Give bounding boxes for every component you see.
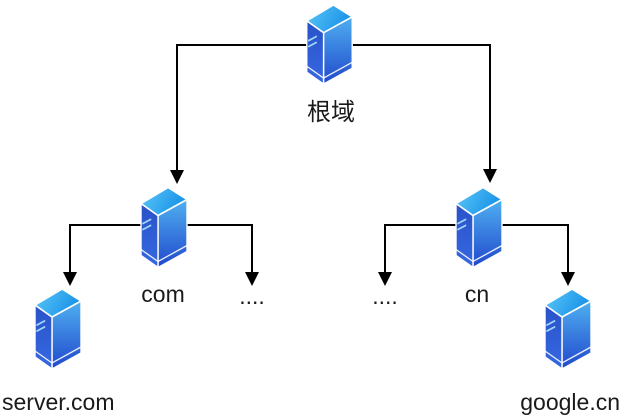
server-icon-googlecn [544, 288, 592, 370]
label-com: com [141, 281, 185, 307]
label-cn-others-dots: .... [372, 283, 398, 309]
edge-lines [69, 44, 569, 274]
arrowhead-cn-others [378, 272, 392, 286]
arrowhead-com [170, 170, 184, 184]
arrowhead-servercom [63, 272, 77, 286]
edge-cn-others [384, 224, 475, 274]
label-root-domain: 根域 [307, 99, 355, 126]
label-cn: cn [464, 281, 490, 307]
arrowheads [63, 169, 575, 286]
server-icon-servercom [34, 288, 82, 370]
label-com-others-dots: .... [239, 283, 265, 309]
label-google-cn: google.cn [520, 389, 620, 415]
server-icon-cn [455, 186, 503, 269]
arrowhead-cn [483, 169, 497, 183]
server-icon-root [305, 4, 354, 85]
edge-com-others [165, 224, 253, 274]
edge-com-servercom [69, 224, 160, 274]
edge-cn-googlecn [480, 224, 569, 274]
arrowhead-com-others [245, 272, 259, 286]
server-icon-com [140, 186, 188, 269]
arrowhead-googlecn [561, 272, 575, 286]
edge-root-cn [336, 44, 491, 171]
label-server-com: server.com [2, 389, 115, 415]
edge-root-com [176, 44, 320, 172]
